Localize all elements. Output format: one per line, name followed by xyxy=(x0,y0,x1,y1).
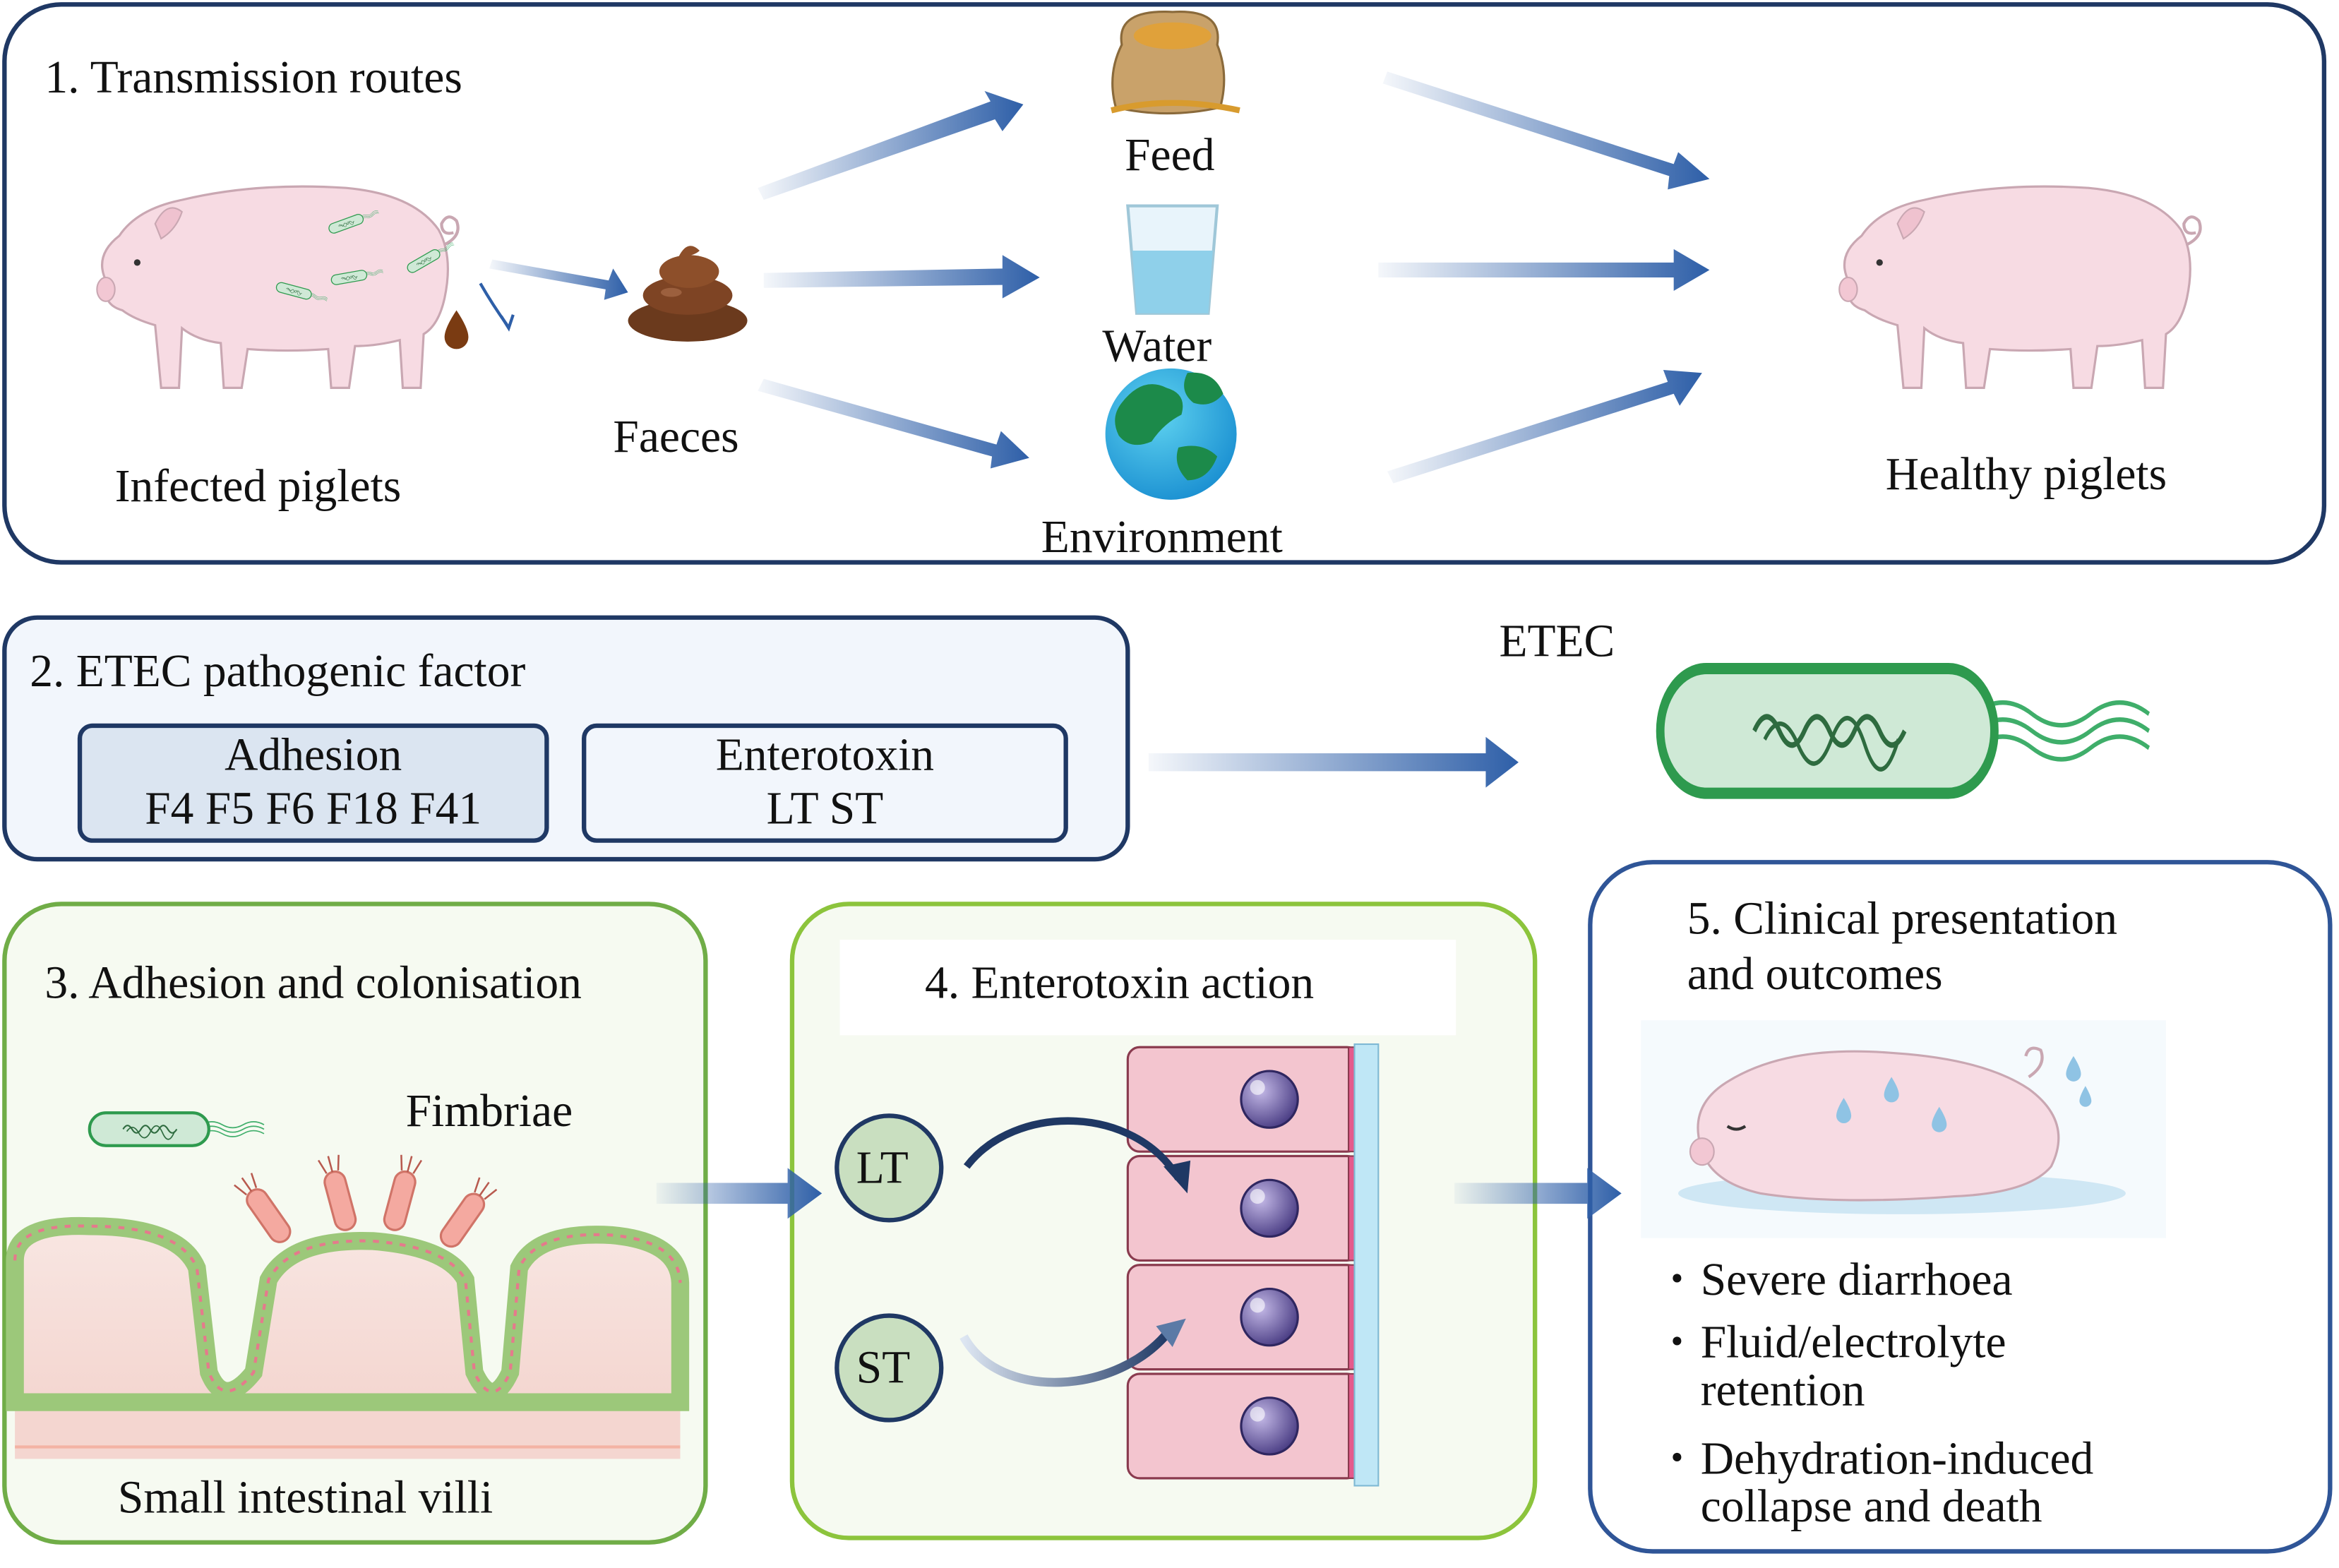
outcome-text: Fluid/electrolyte xyxy=(1700,1315,2006,1368)
arrow-faeces-to-feed xyxy=(758,90,1024,201)
water-glass-icon xyxy=(1126,204,1219,315)
arrow-faeces-to-water xyxy=(763,255,1040,299)
st-label: ST xyxy=(856,1341,911,1394)
outcome-text-cont: collapse and death xyxy=(1700,1479,2042,1532)
fimbriae-label: Fimbriae xyxy=(405,1084,573,1137)
adhesin-list: F4 F5 F6 F18 F41 xyxy=(145,782,482,834)
villi-illustration xyxy=(6,1216,690,1459)
water-label: Water xyxy=(1102,319,1212,372)
st-toxin-circle xyxy=(834,1313,944,1423)
transmission-arrows xyxy=(489,71,1710,484)
outcome-item: Dehydration-induced collapse and death xyxy=(1665,1435,2093,1531)
environment-label: Environment xyxy=(1041,510,1283,563)
villi-label: Small intestinal villi xyxy=(117,1471,493,1524)
panel1-title: 1. Transmission routes xyxy=(44,50,462,103)
adhesion-label: Adhesion xyxy=(225,728,402,781)
arrow-faeces-to-environment xyxy=(758,378,1029,469)
faeces-icon xyxy=(628,246,748,342)
feed-sack-icon xyxy=(1111,11,1240,115)
panel4-title: 4. Enterotoxin action xyxy=(924,956,1315,1009)
enterotoxin-factor-box: Enterotoxin LT ST xyxy=(582,723,1068,843)
lt-toxin-circle xyxy=(834,1113,944,1223)
panel5-title-line2: and outcomes xyxy=(1687,947,1943,1000)
lt-action-arrow xyxy=(963,1117,1182,1180)
collapsed-pig-icon xyxy=(1678,1046,2126,1214)
lt-label: LT xyxy=(856,1141,909,1194)
enterotoxin-list: LT ST xyxy=(766,782,884,834)
arrow-toxin-to-clinical xyxy=(1454,1168,1622,1219)
outcome-text: Severe diarrhoea xyxy=(1700,1252,2013,1305)
feed-label: Feed xyxy=(1125,128,1215,181)
panel2-title: 2. ETEC pathogenic factor xyxy=(30,644,526,697)
villi-icon xyxy=(6,1216,690,1411)
panel3-title: 3. Adhesion and colonisation xyxy=(44,956,582,1009)
etec-bacterium-icon xyxy=(1661,669,2149,794)
st-action-arrow xyxy=(959,1327,1173,1387)
healthy-piglets-label: Healthy piglets xyxy=(1885,447,2167,500)
arrow-factor-to-etec xyxy=(1148,736,1519,788)
sweat-drop-icon xyxy=(1836,1055,2092,1132)
arrow-adhesion-to-toxin xyxy=(656,1168,822,1219)
arrow-pig-to-faeces xyxy=(489,259,628,300)
enterotoxin-label: Enterotoxin xyxy=(715,728,935,781)
arrow-water-to-healthy xyxy=(1378,249,1710,292)
panel5-title-line1: 5. Clinical presentation xyxy=(1687,892,2118,945)
etec-label: ETEC xyxy=(1499,614,1615,667)
arrow-feed-to-healthy xyxy=(1382,71,1710,190)
outcome-item: Severe diarrhoea xyxy=(1665,1252,2093,1305)
intestinal-cell-icon xyxy=(1126,1043,1380,1487)
outcome-text-cont: retention xyxy=(1700,1363,1865,1416)
outcome-item: Fluid/electrolyte retention xyxy=(1665,1315,2093,1416)
adhesion-factor-box: Adhesion F4 F5 F6 F18 F41 xyxy=(77,723,549,843)
outcome-text: Dehydration-induced xyxy=(1700,1432,2094,1485)
globe-icon xyxy=(1105,368,1237,500)
outcome-list: Severe diarrhoea Fluid/electrolyte reten… xyxy=(1665,1252,2093,1545)
arrow-environment-to-healthy xyxy=(1387,369,1702,484)
infected-piglets-label: Infected piglets xyxy=(114,459,402,512)
droplet-icon xyxy=(444,310,469,349)
faeces-label: Faeces xyxy=(613,410,739,462)
panel4-title-bg xyxy=(839,940,1456,1036)
